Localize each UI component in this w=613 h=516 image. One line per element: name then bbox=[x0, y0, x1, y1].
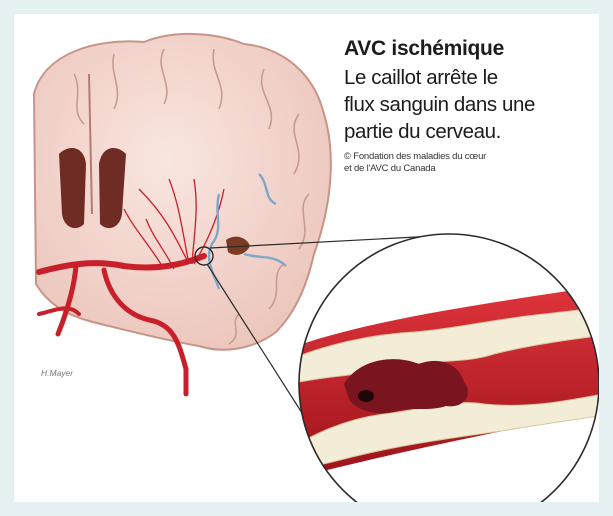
subtitle-line: Le caillot arrête le bbox=[344, 66, 498, 89]
caption-block: AVC ischémique Le caillot arrête le flux… bbox=[344, 36, 594, 175]
title: AVC ischémique bbox=[344, 36, 594, 62]
artist-signature: H.Mayer bbox=[41, 368, 73, 378]
subtitle-line: partie du cerveau. bbox=[344, 120, 501, 143]
blood-clot bbox=[344, 359, 468, 413]
subtitle-line: flux sanguin dans une bbox=[344, 93, 535, 116]
subtitle: Le caillot arrête le flux sanguin dans u… bbox=[344, 64, 594, 145]
brain-cross-section bbox=[34, 34, 331, 394]
credit-line: © Fondation des maladies du cœur bbox=[344, 151, 486, 162]
lateral-ventricle-left bbox=[59, 148, 86, 228]
credit-line: et de l'AVC du Canada bbox=[344, 163, 435, 174]
copyright-credit: © Fondation des maladies du cœur et de l… bbox=[344, 151, 594, 175]
illustration-panel: AVC ischémique Le caillot arrête le flux… bbox=[14, 14, 599, 502]
